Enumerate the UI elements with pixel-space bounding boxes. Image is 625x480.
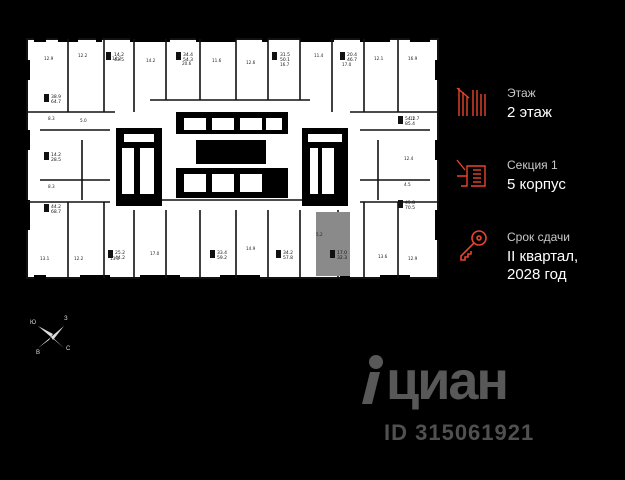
svg-text:32.3: 32.3 [337, 255, 347, 261]
deadline-value-line1: II квартал, [507, 248, 579, 265]
key-icon [460, 230, 487, 261]
section-info: Секция 1 5 корпус [455, 152, 620, 224]
svg-text:59.2: 59.2 [217, 255, 227, 261]
compass: Ю З В С [28, 314, 74, 360]
svg-text:31.5: 31.5 [280, 52, 290, 58]
svg-text:54.3: 54.3 [183, 57, 193, 63]
svg-text:70.5: 70.5 [405, 205, 415, 211]
svg-text:17.0: 17.0 [337, 250, 347, 256]
svg-text:12.9: 12.9 [44, 56, 54, 61]
svg-text:5.2: 5.2 [316, 232, 323, 237]
compass-north-label: С [66, 346, 71, 352]
svg-text:13.6: 13.6 [378, 254, 388, 259]
compass-south-label: Ю [30, 320, 37, 326]
watermark-id: ID 315061921 [384, 420, 535, 445]
svg-text:12.1: 12.1 [374, 56, 384, 61]
svg-text:5.0: 5.0 [80, 118, 87, 123]
svg-text:12.4: 12.4 [404, 156, 414, 161]
svg-text:8.3: 8.3 [48, 184, 55, 189]
floor-label: Этаж [507, 86, 536, 100]
svg-text:85.4: 85.4 [405, 121, 415, 127]
svg-text:14.2: 14.2 [146, 58, 156, 63]
svg-text:44.2: 44.2 [51, 204, 61, 210]
watermark: циан ID 315061921 [360, 350, 590, 450]
svg-text:14.9: 14.9 [246, 246, 256, 251]
floor-value: 2 этаж [507, 104, 552, 121]
svg-text:54.1: 54.1 [405, 116, 415, 122]
svg-text:12.2: 12.2 [74, 256, 84, 261]
svg-text:4.5: 4.5 [404, 182, 411, 187]
svg-text:11.4: 11.4 [314, 53, 324, 58]
svg-text:12.9: 12.9 [408, 256, 418, 261]
svg-text:12.6: 12.6 [246, 60, 256, 65]
svg-text:11.6: 11.6 [212, 58, 222, 63]
floor-icon [456, 87, 486, 116]
svg-text:68.7: 68.7 [51, 209, 61, 215]
section-label: Секция 1 [507, 158, 558, 172]
compass-east-label: В [36, 350, 41, 356]
compass-west-label: З [64, 316, 68, 322]
svg-text:17.0: 17.0 [150, 251, 160, 256]
info-panel: Этаж 2 этаж Секция 1 5 корпус Срок сдачи… [455, 80, 620, 296]
svg-text:43.5: 43.5 [114, 57, 124, 63]
svg-text:12.7: 12.7 [410, 116, 420, 121]
cian-logo-icon [362, 355, 383, 404]
floor-info: Этаж 2 этаж [455, 80, 620, 152]
section-value: 5 корпус [507, 176, 566, 193]
svg-text:12.2: 12.2 [78, 53, 88, 58]
svg-text:16.9: 16.9 [408, 56, 418, 61]
compass-rose-icon [38, 326, 64, 348]
svg-text:25.2: 25.2 [115, 250, 125, 256]
svg-text:14.2: 14.2 [112, 56, 122, 61]
svg-text:44.2: 44.2 [115, 255, 125, 261]
section-icon [456, 159, 486, 187]
svg-text:28.5: 28.5 [51, 157, 61, 163]
svg-text:13.1: 13.1 [40, 256, 50, 261]
svg-text:50.1: 50.1 [280, 57, 290, 63]
svg-text:20.6: 20.6 [182, 61, 192, 66]
deadline-value: II квартал, 2028 год [507, 248, 578, 284]
svg-text:16.7: 16.7 [280, 62, 290, 67]
deadline-label: Срок сдачи [507, 230, 570, 244]
svg-text:20.4: 20.4 [347, 52, 357, 58]
floor-plan: 12.9 12.2 14.2 14.2 20.6 11.6 12.6 16.7 11.4 1… [24, 36, 441, 281]
svg-text:14.2: 14.2 [114, 52, 124, 58]
svg-text:64.7: 64.7 [51, 99, 61, 105]
svg-text:45.8: 45.8 [405, 200, 415, 206]
svg-text:17.0: 17.0 [342, 62, 352, 67]
svg-text:34.4: 34.4 [183, 52, 193, 58]
svg-text:8.3: 8.3 [48, 116, 55, 121]
svg-text:14.2: 14.2 [51, 152, 61, 158]
svg-text:57.8: 57.8 [283, 255, 293, 261]
watermark-brand: циан [386, 351, 509, 411]
deadline-value-line2: 2028 год [507, 266, 567, 283]
svg-text:38.9: 38.9 [51, 94, 61, 100]
svg-text:34.2: 34.2 [283, 250, 293, 256]
svg-text:13.1: 13.1 [110, 256, 120, 261]
deadline-info: Срок сдачи II квартал, 2028 год [455, 224, 620, 296]
svg-text:46.7: 46.7 [347, 57, 357, 63]
svg-text:33.4: 33.4 [217, 250, 227, 256]
